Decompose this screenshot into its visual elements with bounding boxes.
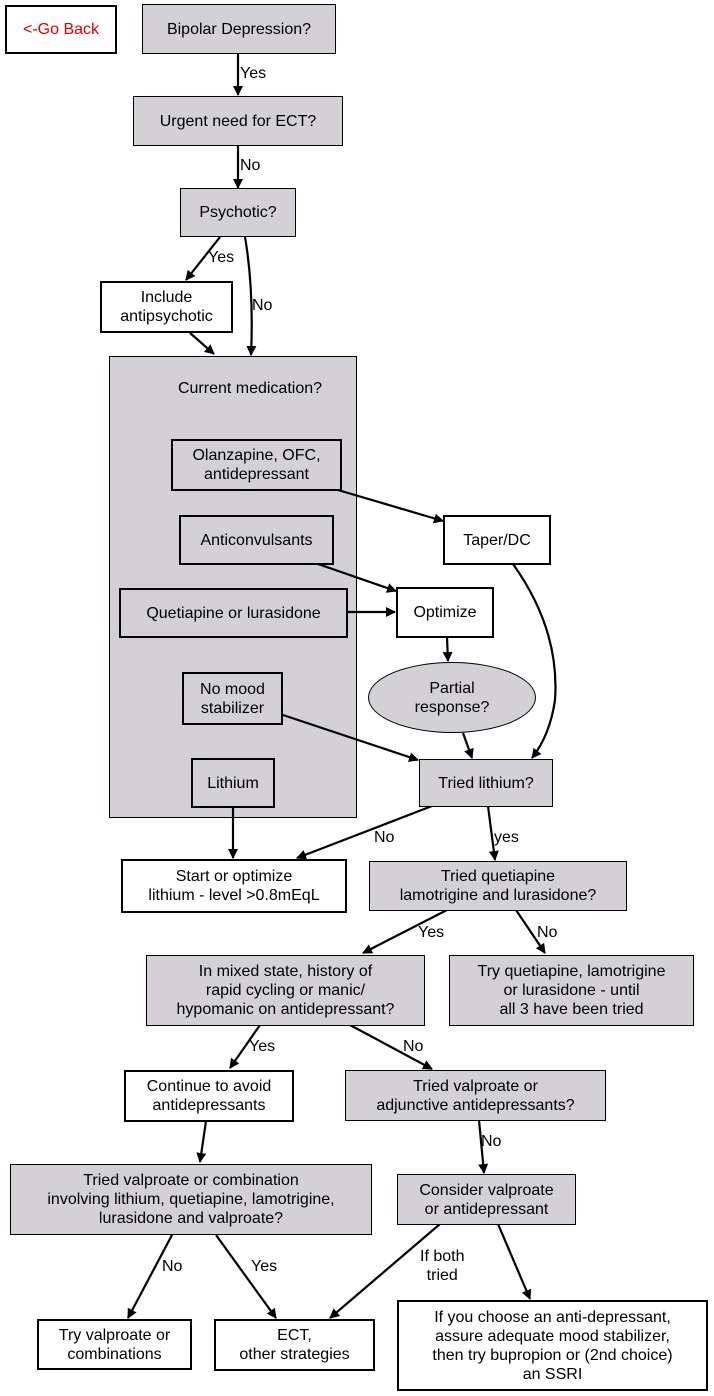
- node-anticonvulsants[interactable]: Anticonvulsants: [179, 515, 334, 565]
- edge-label-combination-yes: Yes: [251, 1258, 278, 1275]
- node-try-valproate-combinations[interactable]: Try valproate or combinations: [37, 1319, 192, 1370]
- edge-triedquetiapine-tryquetiapine: [515, 909, 546, 954]
- edge-label-triedlithium-yes: yes: [494, 829, 519, 846]
- edge-consider-ect: [329, 1223, 441, 1319]
- node-ect-other[interactable]: ECT, other strategies: [214, 1319, 375, 1371]
- node-tried-valproate-adjunctive[interactable]: Tried valproate or adjunctive antidepres…: [345, 1070, 606, 1121]
- edge-triedlithium-triedquetiapine: [486, 805, 499, 861]
- edge-combination-ect: [215, 1234, 277, 1319]
- edge-label-psychotic-yes: Yes: [208, 249, 235, 266]
- edge-nomood-triedlithium: [282, 713, 419, 762]
- edge-mixed-continue: [229, 1024, 261, 1069]
- node-tried-quetiapine[interactable]: Tried quetiapine lamotrigine and lurasid…: [369, 861, 627, 911]
- edge-label-psychotic-no: No: [252, 297, 273, 314]
- node-partial-response[interactable]: Partial response?: [368, 662, 536, 733]
- edge-label-adjunctive-no: No: [481, 1133, 502, 1150]
- current-medication-label: Current medication?: [177, 380, 323, 397]
- edge-adjunctive-consider: [477, 1119, 489, 1174]
- edge-label-consider-if-both: If both tried: [420, 1248, 465, 1284]
- edge-include-cluster: [189, 332, 215, 355]
- edge-combination-trycomb: [127, 1234, 173, 1319]
- node-optimize[interactable]: Optimize: [396, 587, 494, 638]
- edge-label-triedquetiapine-no: No: [537, 924, 558, 941]
- edge-triedlithium-start: [296, 804, 433, 860]
- current-medication-cluster: [109, 356, 357, 818]
- node-bipolar-depression[interactable]: Bipolar Depression?: [142, 4, 336, 54]
- node-taper-dc[interactable]: Taper/DC: [443, 515, 551, 565]
- edge-partial-triedlithium: [461, 732, 474, 759]
- node-if-antidepressant[interactable]: If you choose an anti-depressant, assure…: [397, 1300, 708, 1391]
- edge-label-mixed-yes: Yes: [249, 1038, 276, 1055]
- edge-label-mixed-no: No: [403, 1038, 424, 1055]
- node-continue-avoid[interactable]: Continue to avoid antidepressants: [124, 1070, 294, 1122]
- node-consider-valproate[interactable]: Consider valproate or antidepressant: [397, 1174, 576, 1225]
- edge-label-triedlithium-no: No: [374, 829, 395, 846]
- node-try-quetiapine[interactable]: Try quetiapine, lamotrigine or lurasidon…: [449, 955, 694, 1026]
- node-psychotic[interactable]: Psychotic?: [180, 188, 296, 237]
- edge-continue-combination: [196, 1120, 208, 1163]
- edge-consider-ifantidep: [496, 1223, 532, 1300]
- edge-label-urgent-no: No: [240, 157, 261, 174]
- go-back-button[interactable]: <-Go Back: [5, 5, 117, 54]
- edge-taper-triedlithium: [512, 563, 557, 759]
- edge-psychotic-include: [185, 236, 221, 281]
- edge-olanzapine-taper: [337, 488, 444, 524]
- node-mixed-state[interactable]: In mixed state, history of rapid cycling…: [146, 955, 425, 1026]
- node-tried-valproate-combination[interactable]: Tried valproate or combination involving…: [10, 1164, 372, 1235]
- node-start-lithium[interactable]: Start or optimize lithium - level >0.8mE…: [121, 859, 347, 913]
- edge-optimize-partial: [442, 636, 453, 662]
- node-tried-lithium[interactable]: Tried lithium?: [419, 759, 553, 807]
- node-no-mood-stabilizer[interactable]: No mood stabilizer: [182, 672, 283, 725]
- edge-psychotic-cluster: [243, 236, 257, 356]
- edge-triedquetiapine-mixed: [362, 909, 448, 954]
- node-olanzapine[interactable]: Olanzapine, OFC, antidepressant: [171, 439, 342, 491]
- node-quetiapine-lurasidone[interactable]: Quetiapine or lurasidone: [119, 588, 348, 638]
- node-urgent-ect[interactable]: Urgent need for ECT?: [133, 96, 343, 146]
- edge-label-bipolar-yes: Yes: [240, 65, 267, 82]
- edge-anticonvulsants-optimize: [317, 562, 397, 593]
- edge-mixed-adjunctive: [349, 1024, 433, 1070]
- edge-label-combination-no: No: [162, 1258, 183, 1275]
- node-include-antipsychotic[interactable]: Include antipsychotic: [100, 281, 233, 333]
- node-lithium[interactable]: Lithium: [191, 758, 275, 808]
- edge-label-triedquetiapine-yes: Yes: [418, 924, 445, 941]
